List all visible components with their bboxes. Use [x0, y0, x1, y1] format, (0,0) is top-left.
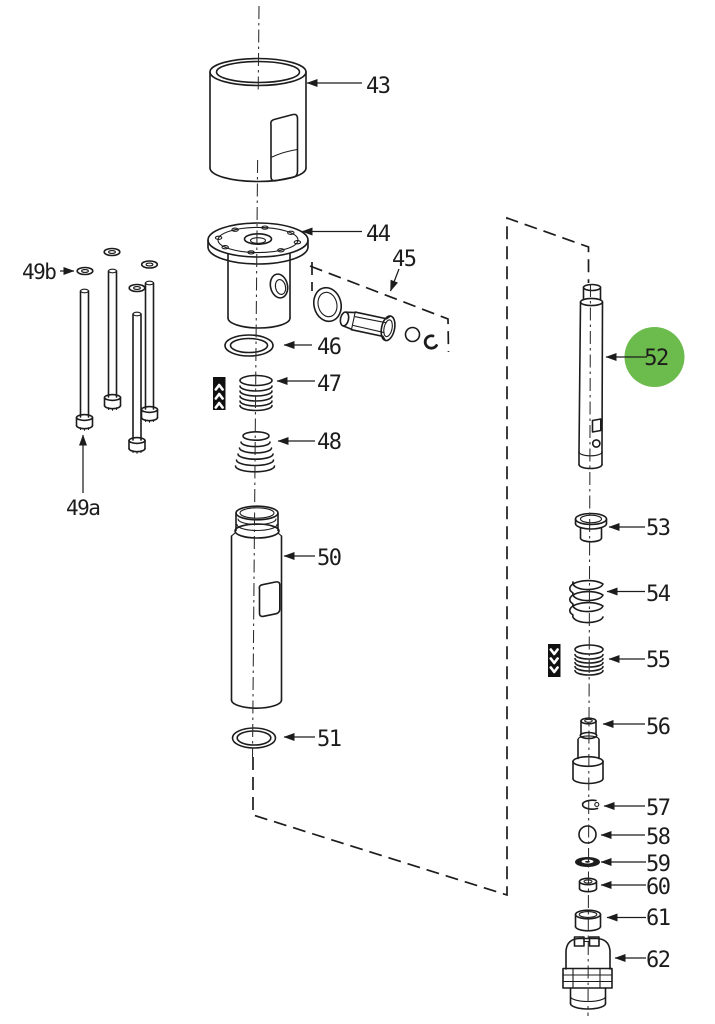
- part-45-valve-kit: [312, 286, 438, 350]
- callout-49b[interactable]: 49b: [22, 260, 58, 284]
- callout-59[interactable]: 59: [646, 852, 671, 877]
- callout-56[interactable]: 56: [646, 715, 671, 740]
- callout-52[interactable]: 52: [644, 346, 669, 371]
- callout-50[interactable]: 50: [317, 546, 342, 571]
- valve-fitting: [339, 311, 396, 342]
- callout-45[interactable]: 45: [392, 247, 417, 272]
- callout-53[interactable]: 53: [646, 516, 671, 541]
- part-62-valve-body: [562, 936, 613, 1010]
- callout-labels: 43 44 45 46 47 48 49b 49a 50 51 52 53 54…: [22, 74, 672, 973]
- part-58-ball: [578, 825, 597, 844]
- callout-57[interactable]: 57: [646, 796, 671, 821]
- leader-45: [389, 268, 400, 292]
- centerlines: [251, 5, 592, 1017]
- part-46-o-ring: [224, 334, 274, 357]
- part-49a-stud-bolts: [75, 268, 159, 455]
- retaining-clip: [423, 334, 438, 350]
- callout-51[interactable]: 51: [317, 727, 342, 752]
- highlight-circle-52[interactable]: [624, 327, 685, 387]
- part-51-o-ring: [231, 727, 277, 749]
- part-44-cylinder-head: [207, 222, 309, 329]
- phantom-boundary-lines: [252, 216, 590, 897]
- callout-60[interactable]: 60: [646, 875, 671, 900]
- chevron-marker-down-icon: [548, 644, 561, 677]
- leader-lines: [60, 79, 647, 962]
- check-ball: [404, 326, 421, 343]
- part-54-coil-spring: [568, 579, 604, 624]
- callout-61[interactable]: 61: [646, 906, 671, 931]
- callout-48[interactable]: 48: [317, 430, 342, 455]
- callout-44[interactable]: 44: [366, 222, 392, 247]
- callout-46[interactable]: 46: [317, 335, 342, 360]
- chevron-marker-up-icon: [213, 377, 226, 410]
- part-53-bushing: [574, 512, 608, 543]
- callout-58[interactable]: 58: [646, 825, 671, 850]
- part-59-washer: [575, 857, 600, 867]
- callout-62[interactable]: 62: [646, 948, 671, 973]
- callout-47[interactable]: 47: [317, 372, 342, 397]
- part-52-piston-rod: [578, 283, 604, 470]
- callout-54[interactable]: 54: [646, 582, 672, 607]
- part-56-stepped-piston: [572, 717, 604, 785]
- callout-55[interactable]: 55: [646, 648, 671, 673]
- callout-43[interactable]: 43: [366, 74, 391, 99]
- part-57-retaining-clip: [581, 799, 600, 810]
- callout-49a[interactable]: 49a: [66, 496, 101, 520]
- part-50-cylinder-tube: [230, 505, 283, 709]
- bolt-holes: [214, 225, 302, 255]
